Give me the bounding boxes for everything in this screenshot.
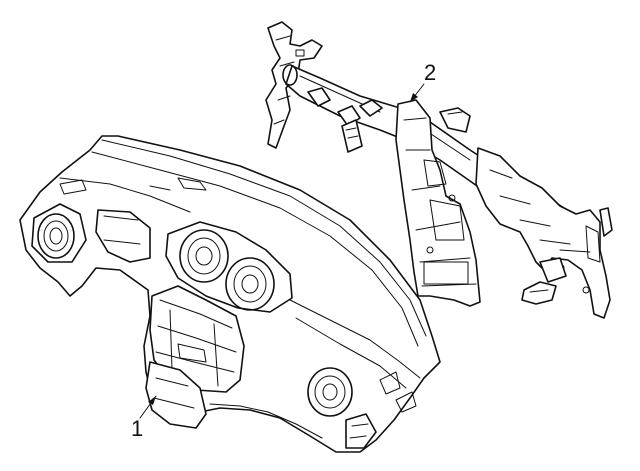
callout-2: 2 xyxy=(409,60,436,103)
callout-2-label: 2 xyxy=(424,60,436,85)
callout-1: 1 xyxy=(131,395,157,441)
center-stack xyxy=(149,285,245,393)
cross-car-beam xyxy=(265,21,613,319)
callout-1-arrowhead xyxy=(148,396,156,405)
instrument-panel xyxy=(19,135,441,453)
callout-2-arrowhead xyxy=(410,93,418,102)
right-vent xyxy=(307,367,353,417)
beam-right-bracket xyxy=(475,147,611,319)
left-vent xyxy=(31,203,87,263)
center-vents xyxy=(165,221,293,313)
beam-left-bracket xyxy=(265,21,323,149)
beam-center-support xyxy=(395,99,481,307)
callout-1-label: 1 xyxy=(131,416,143,441)
